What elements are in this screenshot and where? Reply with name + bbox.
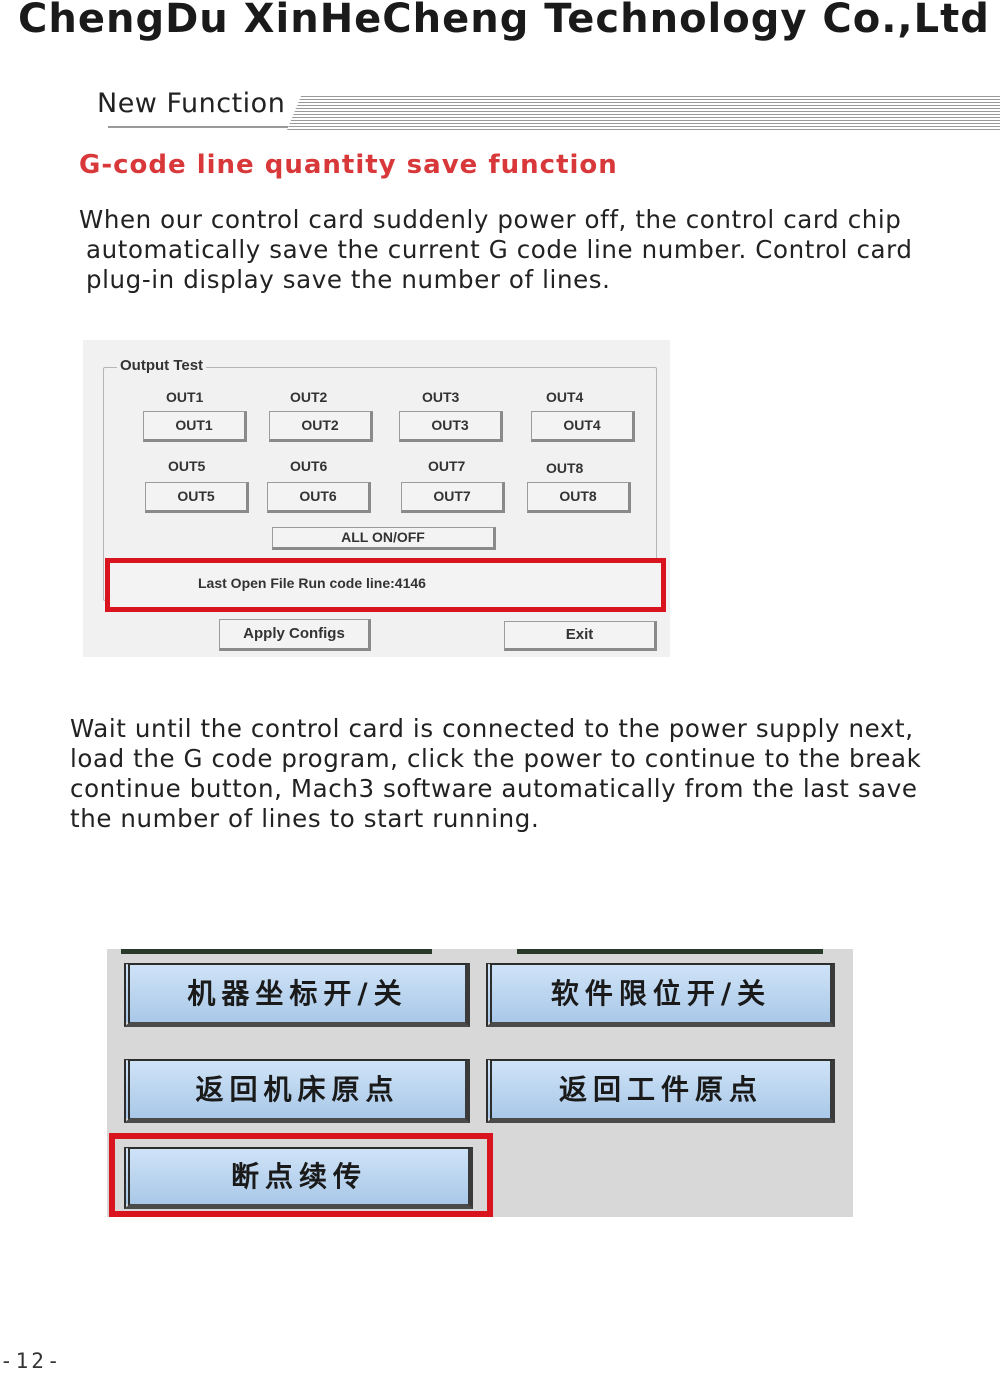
out6-label: OUT6 <box>290 458 328 474</box>
intro-paragraph: When our control card suddenly power off… <box>79 205 959 295</box>
out5-button[interactable]: OUT5 <box>145 482 249 513</box>
out1-button[interactable]: OUT1 <box>143 411 247 442</box>
panel-top-bar <box>517 949 823 954</box>
out6-button[interactable]: OUT6 <box>267 482 371 513</box>
section-rule <box>287 96 1000 130</box>
instruction-line: load the G code program, click the power… <box>70 744 922 773</box>
last-line-readout: Last Open File Run code line:4146 <box>198 575 426 591</box>
out5-label: OUT5 <box>168 458 206 474</box>
out8-label: OUT8 <box>546 460 584 476</box>
instruction-line: continue button, Mach3 software automati… <box>70 774 918 803</box>
soft-limits-toggle-button[interactable]: 软件限位开/关 <box>486 963 835 1027</box>
out4-button[interactable]: OUT4 <box>531 411 635 442</box>
last-line-highlight: Last Open File Run code line:4146 <box>105 558 666 612</box>
out7-button[interactable]: OUT7 <box>401 482 505 513</box>
goto-work-zero-button[interactable]: 返回工件原点 <box>486 1059 835 1123</box>
exit-button[interactable]: Exit <box>504 621 657 651</box>
machine-coords-toggle-button[interactable]: 机器坐标开/关 <box>124 963 470 1027</box>
out8-button[interactable]: OUT8 <box>527 482 631 513</box>
resume-highlight-frame <box>109 1133 493 1217</box>
out7-label: OUT7 <box>428 458 466 474</box>
apply-configs-button[interactable]: Apply Configs <box>219 619 371 651</box>
mach3-button-panel: 机器坐标开/关 软件限位开/关 返回机床原点 返回工件原点 断点续传 <box>107 949 853 1217</box>
output-test-group-title: Output Test <box>117 357 207 374</box>
out2-label: OUT2 <box>290 389 328 405</box>
feature-title: G-code line quantity save function <box>79 150 618 180</box>
section-label: New Function <box>97 88 286 119</box>
resume-from-breakpoint-button[interactable]: 断点续传 <box>124 1147 473 1209</box>
instruction-paragraph: Wait until the control card is connected… <box>70 714 970 834</box>
out3-button[interactable]: OUT3 <box>399 411 503 442</box>
output-test-dialog: Output Test OUT1 OUT2 OUT3 OUT4 OUT1 OUT… <box>83 340 670 657</box>
out2-button[interactable]: OUT2 <box>269 411 373 442</box>
intro-line: automatically save the current G code li… <box>86 235 913 264</box>
intro-line: plug-in display save the number of lines… <box>86 265 611 294</box>
all-on-off-button[interactable]: ALL ON/OFF <box>272 527 496 550</box>
instruction-line: the number of lines to start running. <box>70 804 540 833</box>
panel-top-bar <box>121 949 432 954</box>
out4-label: OUT4 <box>546 389 584 405</box>
out3-label: OUT3 <box>422 389 460 405</box>
section-underline <box>108 126 288 128</box>
goto-machine-zero-button[interactable]: 返回机床原点 <box>124 1059 470 1123</box>
intro-line: When our control card suddenly power off… <box>79 205 902 234</box>
company-name: ChengDu XinHeCheng Technology Co.,Ltd <box>18 0 990 42</box>
page-number: -12- <box>0 1349 63 1373</box>
out1-label: OUT1 <box>166 389 204 405</box>
instruction-line: Wait until the control card is connected… <box>70 714 914 743</box>
